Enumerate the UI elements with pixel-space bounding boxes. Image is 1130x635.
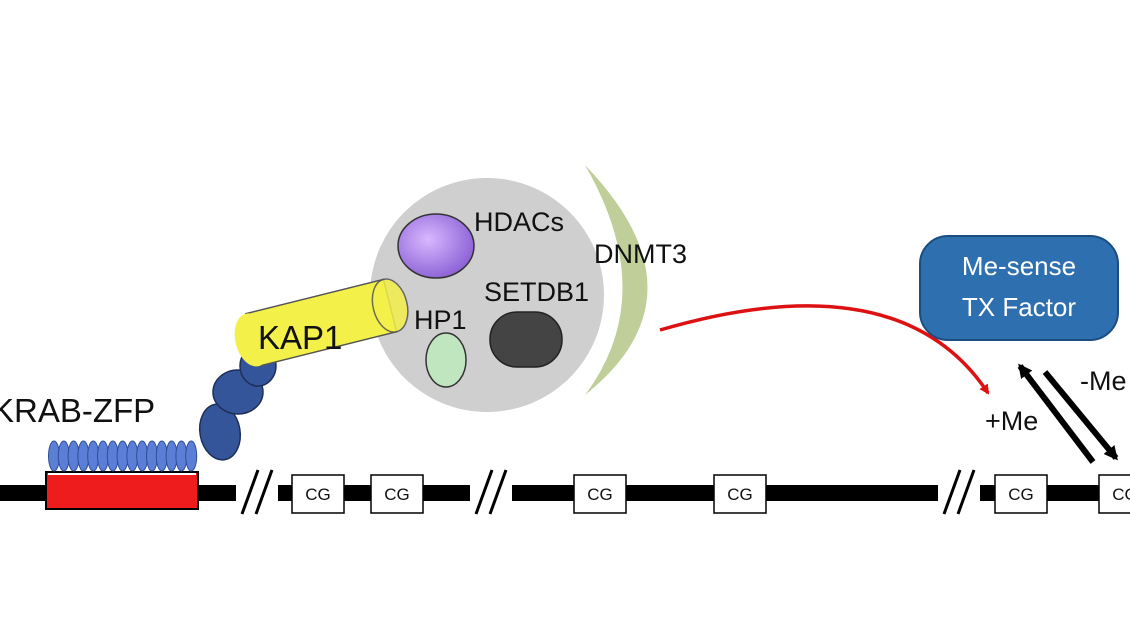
dna-break	[938, 469, 980, 515]
cg-site: CG	[291, 474, 345, 514]
zinc-finger-array	[48, 440, 198, 472]
hdacs-ellipse	[397, 213, 475, 279]
dnmt3-crescent	[585, 165, 648, 395]
cg-label: CG	[305, 485, 331, 504]
hdacs-label: HDACs	[474, 207, 564, 237]
plus-me-label: +Me	[985, 406, 1038, 436]
hp1-label: HP1	[414, 305, 467, 335]
cg-label: CG	[1008, 485, 1034, 504]
methylation-equilibrium-arrows	[1017, 363, 1119, 464]
krab-zfp-label: KRAB-ZFP	[0, 392, 155, 429]
setdb1-shape	[489, 311, 563, 368]
setdb1-label: SETDB1	[484, 277, 589, 307]
minus-me-label: -Me	[1080, 366, 1127, 396]
cg-site: CG	[573, 474, 627, 514]
cg-site: CG	[713, 474, 767, 514]
cg-label: CG	[587, 485, 613, 504]
tf-label-line1: Me-sense	[962, 251, 1076, 281]
hp1-ellipse	[425, 332, 467, 388]
cg-site: CG	[370, 474, 424, 514]
methylation-arrow	[659, 304, 990, 395]
dna-break	[236, 469, 278, 515]
kap1-cylinder	[234, 278, 409, 368]
cg-label: CG	[384, 485, 410, 504]
dna-strand	[0, 485, 1130, 501]
dna-break	[470, 469, 512, 515]
cg-label: CG	[727, 485, 753, 504]
tf-label-line2: TX Factor	[962, 292, 1076, 322]
zinc-finger	[185, 440, 198, 472]
cg-label: CG	[1112, 485, 1130, 504]
krab-zfp-binding-box	[45, 471, 199, 510]
dnmt3-label: DNMT3	[594, 239, 687, 269]
cg-site: CG	[994, 474, 1048, 514]
kap1-label: KAP1	[258, 319, 342, 356]
me-sense-tx-factor: Me-sense TX Factor	[919, 235, 1119, 341]
cg-site: CG	[1098, 474, 1130, 514]
